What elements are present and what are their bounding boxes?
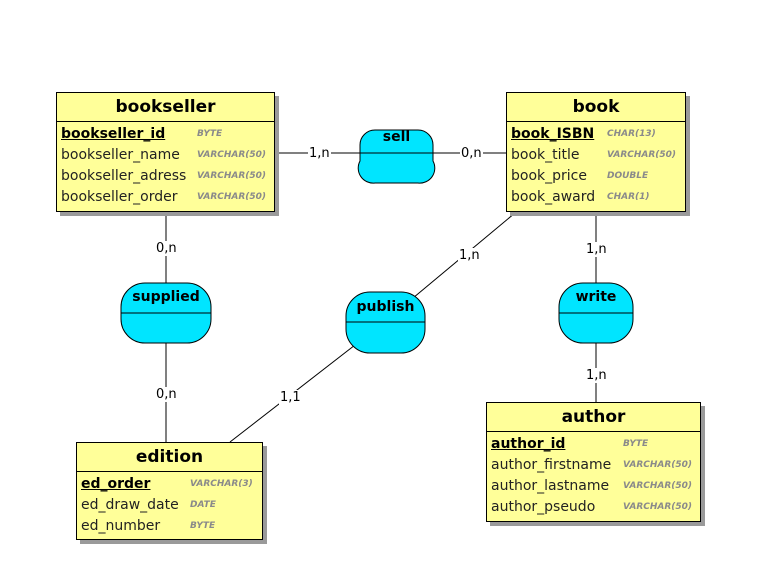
attribute-name: book_award [511, 189, 596, 205]
attribute-row: author_firstname VARCHAR(50) [487, 455, 700, 476]
entity-title: bookseller [57, 93, 274, 122]
attribute-name: author_pseudo [491, 499, 596, 515]
attribute-name: ed_draw_date [81, 497, 179, 513]
attribute-row: bookseller_name VARCHAR(50) [57, 145, 274, 166]
attribute-type: VARCHAR(50) [197, 150, 267, 160]
attribute-row: author_pseudo VARCHAR(50) [487, 497, 700, 518]
relationship-publish[interactable] [345, 291, 426, 354]
attribute-type: VARCHAR(3) [190, 479, 253, 489]
cardinality-supplied-edition: 0,n [155, 387, 178, 402]
cardinality-publish-edition: 1,1 [279, 390, 302, 405]
cardinality-write-author: 1,n [585, 368, 608, 383]
attribute-type: VARCHAR(50) [623, 481, 693, 491]
attribute-name: author_firstname [491, 457, 612, 473]
attribute-name: ed_number [81, 518, 161, 534]
attribute-type: DOUBLE [607, 171, 649, 181]
attribute-type: CHAR(1) [607, 192, 650, 202]
attribute-name: book_title [511, 147, 580, 163]
entity-title: author [487, 403, 700, 432]
cardinality-sell-bookseller: 1,n [308, 146, 331, 161]
attribute-type: VARCHAR(50) [607, 150, 677, 160]
attribute-name: bookseller_order [61, 189, 178, 205]
entity-title: edition [77, 443, 262, 472]
attribute-type: CHAR(13) [607, 129, 656, 139]
relationship-sell[interactable] [357, 129, 436, 184]
attribute-row: book_title VARCHAR(50) [507, 145, 685, 166]
entity-title: book [507, 93, 685, 122]
attribute-row: book_ISBN CHAR(13) [507, 124, 685, 145]
entity-bookseller[interactable]: bookseller bookseller_id BYTE bookseller_… [56, 92, 275, 212]
attribute-type: VARCHAR(50) [623, 460, 693, 470]
attribute-name: bookseller_adress [61, 168, 187, 184]
relationship-label-supplied: supplied [132, 289, 200, 305]
cardinality-sell-book: 0,n [460, 146, 483, 161]
attribute-row: author_lastname VARCHAR(50) [487, 476, 700, 497]
attribute-row: bookseller_order VARCHAR(50) [57, 187, 274, 208]
relationship-label-write: write [575, 289, 617, 305]
attribute-row: author_id BYTE [487, 434, 700, 455]
attribute-name: bookseller_name [61, 147, 180, 163]
cardinality-supplied-bookseller: 0,n [155, 241, 178, 256]
attribute-name: ed_order [81, 476, 151, 492]
attribute-row: ed_draw_date DATE [77, 495, 262, 516]
attribute-row: bookseller_id BYTE [57, 124, 274, 145]
attribute-type: VARCHAR(50) [623, 502, 693, 512]
attribute-name: book_price [511, 168, 587, 184]
cardinality-write-book: 1,n [585, 242, 608, 257]
attribute-row: ed_order VARCHAR(3) [77, 474, 262, 495]
entity-book[interactable]: book book_ISBN CHAR(13) book_title VARCHAR… [506, 92, 686, 212]
attribute-row: book_price DOUBLE [507, 166, 685, 187]
relationship-label-publish: publish [356, 299, 415, 315]
attribute-row: ed_number BYTE [77, 516, 262, 537]
attribute-name: author_id [491, 436, 566, 452]
attribute-name: book_ISBN [511, 126, 595, 142]
relationship-shapes [120, 129, 634, 354]
attribute-type: BYTE [197, 129, 223, 139]
cardinality-publish-book: 1,n [458, 248, 481, 263]
attribute-type: VARCHAR(50) [197, 171, 267, 181]
entity-edition[interactable]: edition ed_order VARCHAR(3) ed_draw_date D… [76, 442, 263, 540]
attribute-row: bookseller_adress VARCHAR(50) [57, 166, 274, 187]
attribute-type: VARCHAR(50) [197, 192, 267, 202]
attribute-name: author_lastname [491, 478, 610, 494]
relationship-label-sell: sell [382, 129, 411, 145]
attribute-type: BYTE [190, 521, 216, 531]
attribute-name: bookseller_id [61, 126, 166, 142]
relationship-supplied[interactable] [120, 282, 212, 344]
relationship-write[interactable] [558, 282, 634, 344]
attribute-type: BYTE [623, 439, 649, 449]
attribute-type: DATE [190, 500, 216, 510]
attribute-row: book_award CHAR(1) [507, 187, 685, 208]
